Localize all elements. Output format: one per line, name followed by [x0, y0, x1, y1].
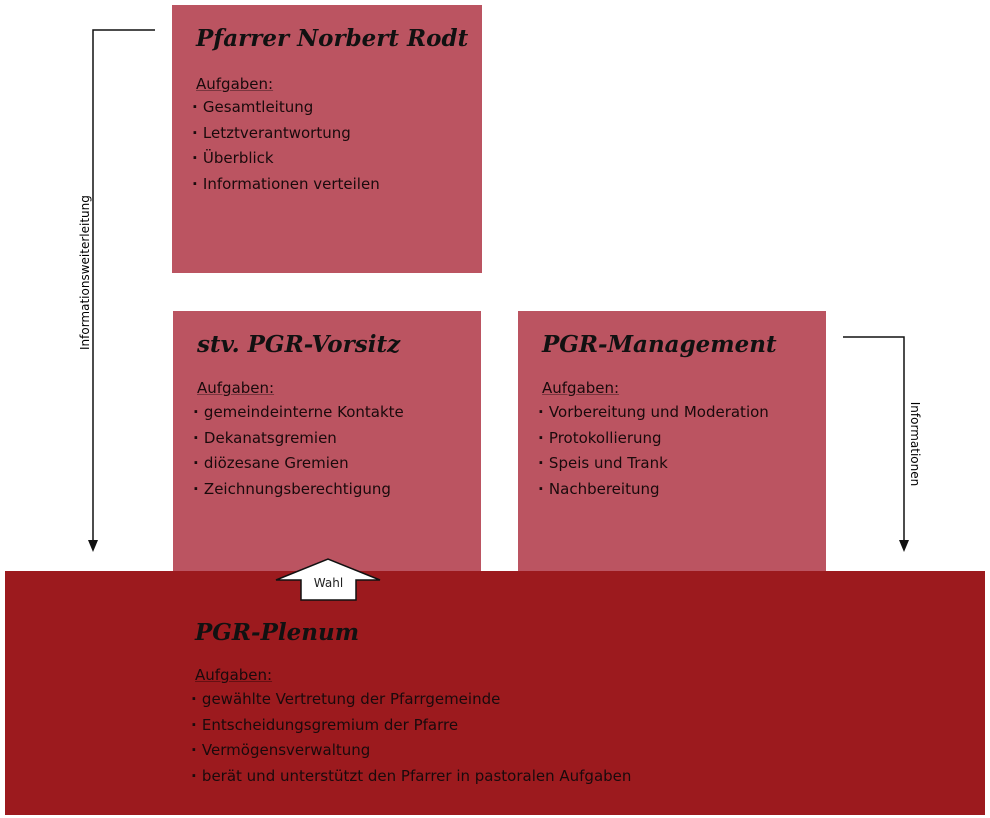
box-title: Pfarrer Norbert Rodt [196, 25, 469, 52]
tasks-heading: Aufgaben: [196, 75, 274, 93]
list-item: Informationen verteilen [192, 172, 380, 198]
list-item: Entscheidungsgremium der Pfarre [191, 713, 631, 739]
right-arrowhead [899, 540, 909, 552]
task-list: gemeindeinterne Kontakte Dekanatsgremien… [193, 400, 404, 502]
box-title: stv. PGR-Vorsitz [197, 331, 401, 358]
tasks-heading: Aufgaben: [195, 666, 273, 684]
list-item: gewählte Vertretung der Pfarrgemeinde [191, 687, 631, 713]
left-arrowhead [88, 540, 98, 552]
list-item: Protokollierung [538, 426, 769, 452]
list-item: Dekanatsgremien [193, 426, 404, 452]
list-item: Speis und Trank [538, 451, 769, 477]
pfarrer-box: Pfarrer Norbert Rodt Aufgaben: Gesamtlei… [172, 5, 482, 273]
list-item: gemeindeinterne Kontakte [193, 400, 404, 426]
list-item: Letztverantwortung [192, 121, 380, 147]
plenum-box: PGR-Plenum Aufgaben: gewählte Vertretung… [5, 571, 985, 815]
list-item: berät und unterstützt den Pfarrer in pas… [191, 764, 632, 790]
list-item: Zeichnungsberechtigung [193, 477, 404, 503]
tasks-heading: Aufgaben: [542, 379, 620, 397]
list-item: Nachbereitung [538, 477, 769, 503]
vorsitz-box: stv. PGR-Vorsitz Aufgaben: gemeindeinter… [173, 311, 481, 571]
management-box: PGR-Management Aufgaben: Vorbereitung un… [518, 311, 826, 571]
right-arrow-line [843, 336, 905, 545]
info-forwarding-label: Informationsweiterleitung [78, 195, 92, 350]
list-item: Vermögensverwaltung [191, 738, 631, 764]
task-list: Vorbereitung und Moderation Protokollier… [538, 400, 769, 502]
wahl-arrow-icon [275, 558, 381, 601]
list-item: diözesane Gremien [193, 451, 404, 477]
tasks-heading: Aufgaben: [197, 379, 275, 397]
box-title: PGR-Plenum [195, 619, 360, 646]
task-list: gewählte Vertretung der Pfarrgemeinde En… [191, 687, 632, 790]
info-label: Informationen [908, 401, 922, 487]
list-item: Überblick [192, 146, 380, 172]
list-item: Gesamtleitung [192, 95, 380, 121]
left-arrow-line [92, 29, 155, 545]
list-item: Vorbereitung und Moderation [538, 400, 769, 426]
wahl-label: Wahl [313, 576, 344, 590]
box-title: PGR-Management [542, 331, 777, 358]
task-list: Gesamtleitung Letztverantwortung Überbli… [192, 95, 380, 197]
